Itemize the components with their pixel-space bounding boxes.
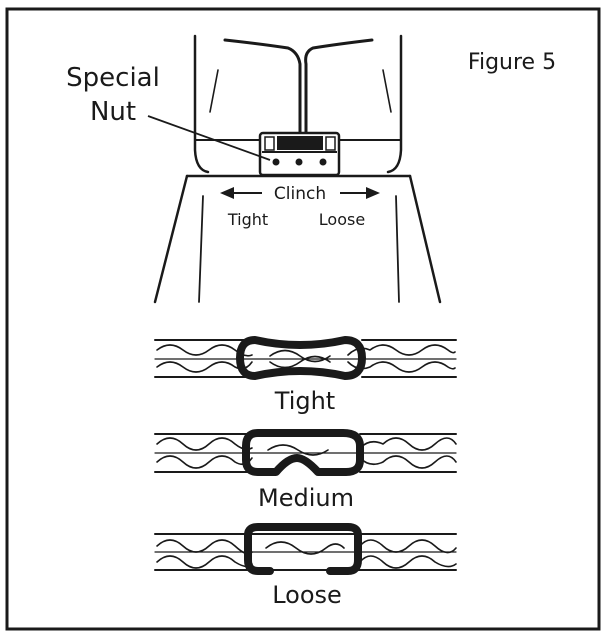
figure-title: Figure 5: [468, 50, 556, 75]
special-nut-label-line2: Nut: [90, 97, 136, 127]
clinch-arrows: [220, 187, 380, 199]
clinch-example-label: Medium: [258, 484, 354, 512]
clinch-example-medium: [154, 429, 457, 476]
clinch-example-label: Tight: [274, 387, 335, 415]
clinch-example-loose: [154, 523, 457, 575]
clinch-example-tight: [154, 336, 457, 380]
clinch-tight-label: Tight: [227, 210, 268, 229]
clinch-example-label: Loose: [272, 581, 342, 609]
special-nut-leader-line: [147, 115, 271, 161]
figure-border: [5, 7, 601, 631]
clinch-loose-label: Loose: [319, 210, 365, 229]
special-nut-label-line1: Special: [66, 63, 160, 93]
special-nut-icon: [258, 131, 341, 177]
clinch-label: Clinch: [274, 184, 326, 204]
